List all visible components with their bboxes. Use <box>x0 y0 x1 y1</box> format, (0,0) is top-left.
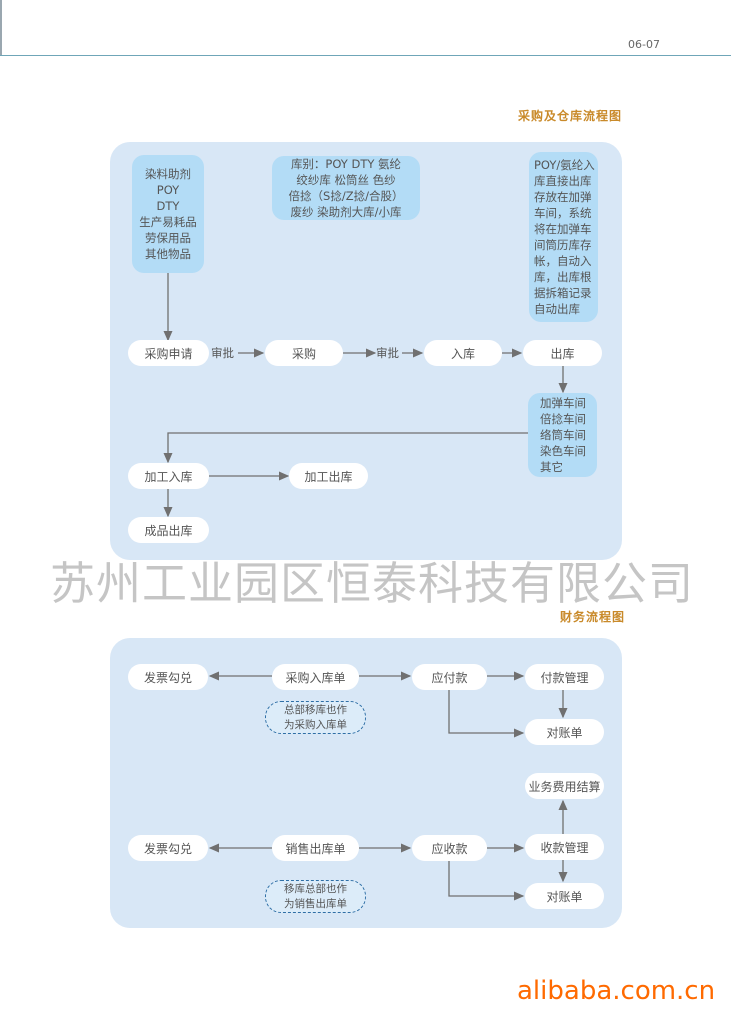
approve-label: 审批 <box>376 346 399 360</box>
node-process-in: 加工入库 <box>128 463 209 489</box>
page-number: 06-07 <box>628 38 660 51</box>
node-invoice-check: 发票勾兑 <box>128 835 208 861</box>
node-payment-mgmt: 付款管理 <box>525 664 604 690</box>
node-collection-mgmt: 收款管理 <box>525 834 604 860</box>
node-receivable: 应收款 <box>412 835 487 861</box>
node-expense-settlement: 业务费用结算 <box>525 773 604 799</box>
note-line: 总部移库也作 <box>284 703 347 716</box>
section-title-finance: 财务流程图 <box>560 610 626 624</box>
note-line: 自动出库 <box>534 302 580 316</box>
note-line: POY/氨纶入 <box>534 158 595 172</box>
section-title-purchase-warehouse: 采购及仓库流程图 <box>518 109 623 123</box>
warehouse-types-box: 库别：POY DTY 氨纶 绞纱库 松筒丝 色纱 倍捻（S捻/Z捻/合股） 废纱… <box>272 156 420 220</box>
company-watermark: 苏州工业园区恒泰科技有限公司 <box>50 557 695 610</box>
note-line: 库直接出库 <box>534 174 592 188</box>
note-line: 移库总部也作 <box>284 882 347 895</box>
note-transfer-sales: 移库总部也作 为销售出库单 <box>265 880 366 913</box>
node-stock-out: 出库 <box>523 340 602 366</box>
node-invoice-check: 发票勾兑 <box>128 664 208 690</box>
node-stock-in: 入库 <box>424 340 502 366</box>
warehouse-type-line: 库别：POY DTY 氨纶 <box>290 157 402 171</box>
material-item: 其他物品 <box>145 247 191 261</box>
material-item: 生产易耗品 <box>139 215 197 229</box>
note-line: 帐，自动入 <box>534 254 592 268</box>
note-line: 据拆箱记录 <box>534 286 592 300</box>
note-line: 车间，系统 <box>534 206 592 220</box>
alibaba-logo[interactable]: alibaba.com.cn <box>517 976 716 1006</box>
node-purchase-in-order: 采购入库单 <box>272 664 359 690</box>
warehouse-type-line: 废纱 染助剂大库/小库 <box>290 205 402 219</box>
node-reconcile: 对账单 <box>525 883 604 909</box>
note-line: 为采购入库单 <box>284 718 347 731</box>
material-item: DTY <box>156 199 180 213</box>
approve-label: 审批 <box>211 346 234 360</box>
workshop-item: 倍捻车间 <box>540 412 586 426</box>
workshop-item: 加弹车间 <box>540 396 586 410</box>
note-line: 存放在加弹 <box>534 190 592 204</box>
node-purchase: 采购 <box>265 340 343 366</box>
warehouse-type-line: 绞纱库 松筒丝 色纱 <box>296 173 396 187</box>
material-item: 染料助剂 <box>145 167 191 181</box>
note-transfer-purchase: 总部移库也作 为采购入库单 <box>265 701 366 734</box>
warehouse-type-line: 倍捻（S捻/Z捻/合股） <box>288 189 404 203</box>
workshop-item: 染色车间 <box>540 444 586 458</box>
note-line: 将在加弹车 <box>534 222 592 236</box>
material-item: 劳保用品 <box>145 231 191 245</box>
node-finished-out: 成品出库 <box>128 517 209 543</box>
node-purchase-request: 采购申请 <box>128 340 209 366</box>
note-line: 间筒历库存 <box>534 238 592 252</box>
node-process-out: 加工出库 <box>289 463 368 489</box>
note-line: 库，出库根 <box>534 270 592 284</box>
workshop-item: 络筒车间 <box>540 428 586 442</box>
node-sales-out-order: 销售出库单 <box>272 835 359 861</box>
frame-line <box>0 0 2 56</box>
node-reconcile: 对账单 <box>525 719 604 745</box>
header-rule <box>0 55 731 56</box>
workshops-box: 加弹车间 倍捻车间 络筒车间 染色车间 其它 <box>528 393 597 477</box>
note-line: 为销售出库单 <box>284 897 347 910</box>
workshop-item: 其它 <box>540 460 563 474</box>
materials-box: 染料助剂 POY DTY 生产易耗品 劳保用品 其他物品 <box>132 155 204 273</box>
node-payable: 应付款 <box>412 664 487 690</box>
material-item: POY <box>156 183 180 197</box>
poy-note-box: POY/氨纶入 库直接出库 存放在加弹 车间，系统 将在加弹车 间筒历库存 帐，… <box>529 152 598 322</box>
